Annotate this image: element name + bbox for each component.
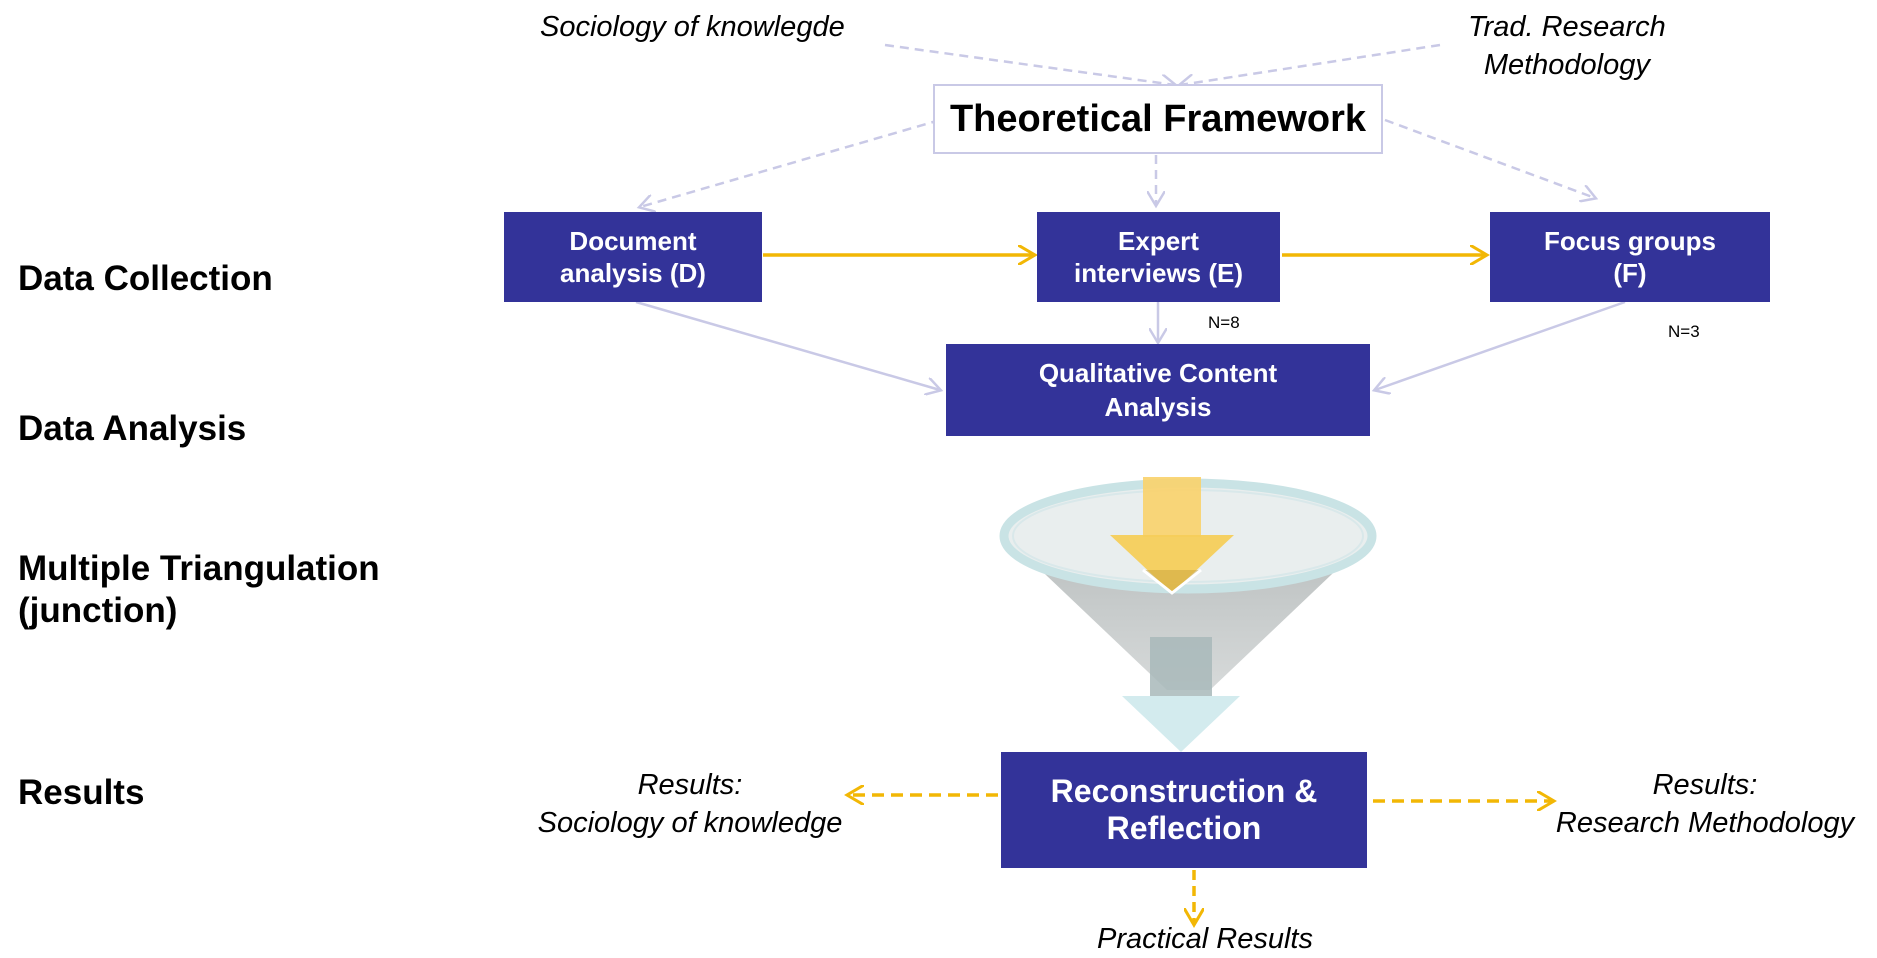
row-label-results: Results bbox=[18, 773, 145, 812]
source-trad-research-line-1: Trad. Research bbox=[1468, 11, 1666, 43]
arrow-document-to-analysis bbox=[635, 300, 940, 390]
arrow-focus-to-analysis bbox=[1375, 300, 1626, 390]
document-analysis-line-2: analysis (D) bbox=[560, 258, 706, 288]
qualitative-content-analysis-line-2: Analysis bbox=[1104, 392, 1212, 422]
row-label-data-analysis: Data Analysis bbox=[18, 409, 247, 448]
expert-sample-size: N=8 bbox=[1208, 313, 1240, 332]
reconstruction-reflection-line-2: Reflection bbox=[1106, 810, 1262, 846]
focus-sample-size: N=3 bbox=[1668, 322, 1700, 341]
qualitative-content-analysis-box: Qualitative Content Analysis bbox=[946, 344, 1370, 436]
row-label-triangulation-line-1: Multiple Triangulation bbox=[18, 549, 380, 588]
focus-groups-line-2: (F) bbox=[1613, 258, 1647, 288]
arrow-research-to-framework bbox=[1180, 43, 1441, 85]
reconstruction-reflection-line-1: Reconstruction & bbox=[1050, 773, 1318, 809]
practical-results: Practical Results bbox=[1097, 923, 1313, 955]
row-label-triangulation: Multiple Triangulation (junction) bbox=[18, 548, 380, 632]
results-research-methodology-line-1: Results: bbox=[1652, 769, 1758, 801]
source-trad-research-line-2: Methodology bbox=[1483, 49, 1650, 81]
results-research-methodology-line-2: Research Methodology bbox=[1555, 807, 1855, 839]
row-label-triangulation-line-2: (junction) bbox=[18, 591, 178, 630]
focus-groups-box: Focus groups (F) bbox=[1490, 212, 1770, 302]
funnel-graphic bbox=[999, 477, 1377, 752]
source-sociology: Sociology of knowlegde bbox=[540, 11, 845, 43]
focus-groups-line-1: Focus groups bbox=[1544, 226, 1716, 256]
document-analysis-box: Document analysis (D) bbox=[504, 212, 762, 302]
source-trad-research: Trad. Research Methodology bbox=[1468, 8, 1666, 84]
results-sociology-line-2: Sociology of knowledge bbox=[537, 807, 843, 839]
results-research-methodology: Results: Research Methodology bbox=[1535, 766, 1875, 842]
document-analysis-line-1: Document bbox=[569, 226, 697, 256]
arrow-framework-to-focus bbox=[1384, 118, 1595, 198]
reconstruction-reflection-box: Reconstruction & Reflection bbox=[1001, 752, 1367, 868]
theoretical-framework-box: Theoretical Framework bbox=[933, 84, 1383, 154]
expert-interviews-line-2: interviews (E) bbox=[1073, 258, 1244, 288]
expert-interviews-box: Expert interviews (E) bbox=[1037, 212, 1280, 302]
results-sociology-line-1: Results: bbox=[637, 769, 743, 801]
row-label-data-collection: Data Collection bbox=[18, 259, 273, 298]
arrow-sociology-to-framework bbox=[884, 43, 1175, 85]
arrow-framework-to-document bbox=[640, 118, 941, 207]
qualitative-content-analysis-line-1: Qualitative Content bbox=[1038, 358, 1278, 388]
expert-interviews-line-1: Expert bbox=[1118, 226, 1199, 256]
results-sociology: Results: Sociology of knowledge bbox=[520, 766, 860, 842]
